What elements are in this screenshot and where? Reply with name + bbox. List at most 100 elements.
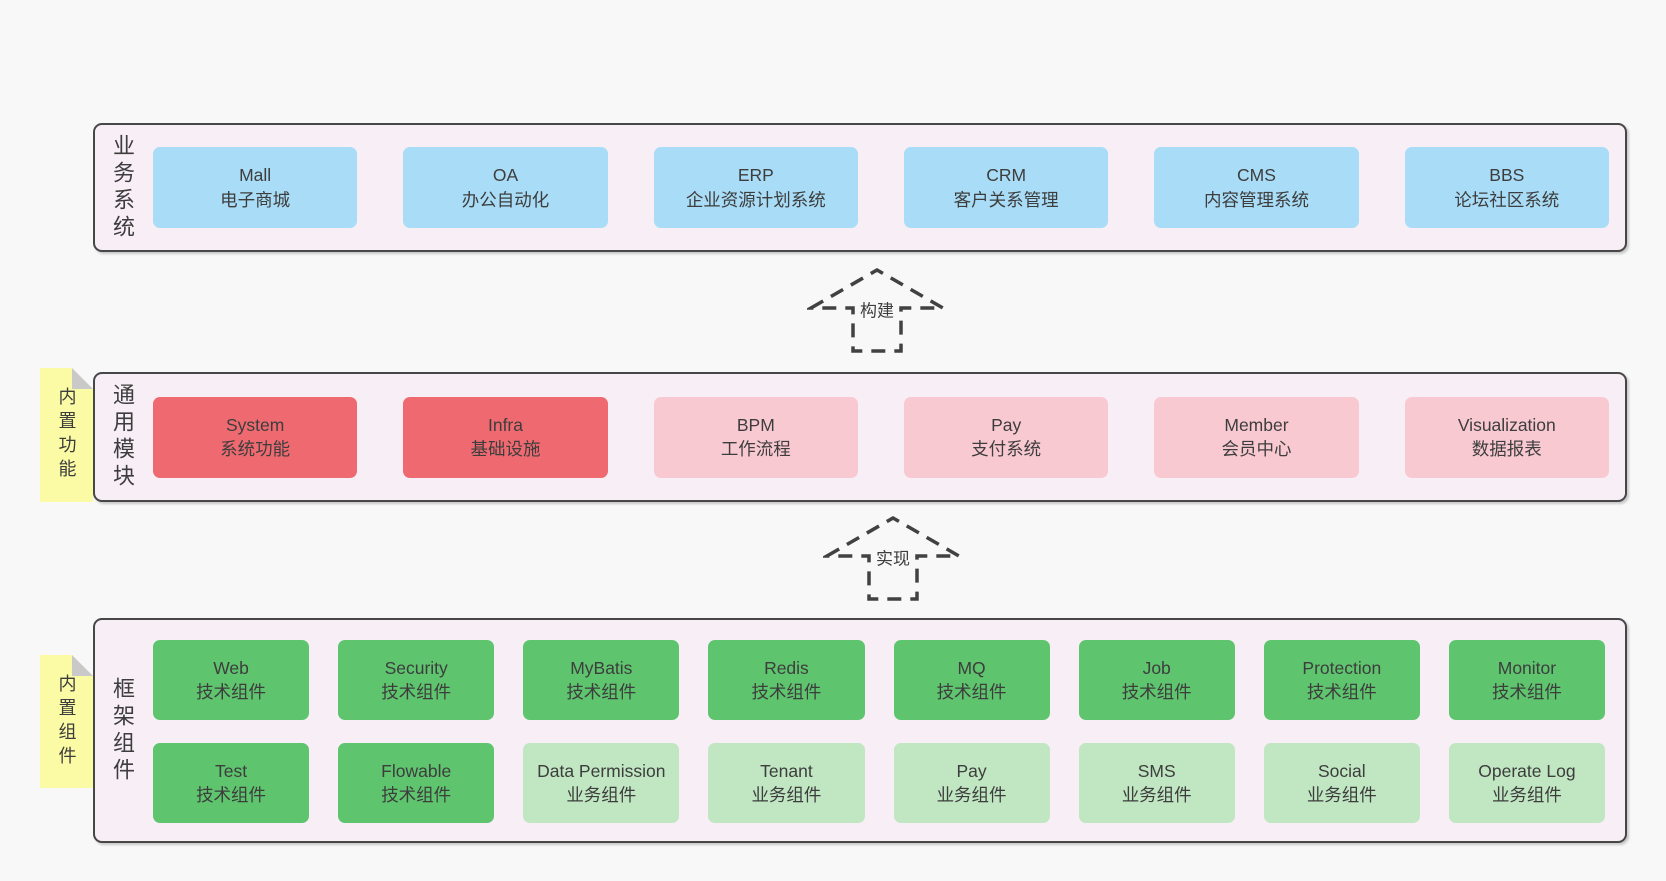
module-name: BBS: [1489, 165, 1525, 186]
module-name: Security: [384, 657, 448, 678]
layer-common-modules: 通用模块 System 系统功能 Infra 基础设施 BPM 工作流程 Pay 支付系统 Me…: [93, 372, 1627, 502]
module-box-tenant: Tenant 业务组件: [708, 743, 865, 823]
module-name: Redis: [764, 657, 809, 678]
module-name: Flowable: [381, 760, 452, 781]
note-built-in-components-label: 内置组件: [56, 673, 77, 770]
module-desc: 业务组件: [1306, 785, 1377, 805]
note-built-in-features-label: 内置功能: [56, 387, 77, 483]
module-box-mybatis: MyBatis 技术组件: [523, 640, 680, 720]
module-box-system: System 系统功能: [153, 396, 358, 478]
module-name: Monitor: [1497, 657, 1557, 678]
module-name: Social: [1317, 760, 1366, 781]
module-desc: 技术组件: [1491, 682, 1562, 702]
module-name: Data Permission: [537, 760, 666, 781]
module-name: Protection: [1302, 657, 1382, 678]
module-desc: 会员中心: [1221, 439, 1292, 459]
module-desc: 技术组件: [1306, 682, 1377, 702]
module-box-security: Security 技术组件: [338, 640, 495, 720]
arrow-build: 构建: [807, 267, 947, 355]
module-desc: 工作流程: [720, 439, 791, 459]
layer-label-components: 框架组件: [110, 676, 135, 785]
module-desc: 论坛社区系统: [1454, 189, 1560, 210]
module-desc: 技术组件: [566, 682, 637, 702]
arrow-implement-label: 实现: [872, 542, 914, 572]
module-desc: 支付系统: [971, 439, 1042, 459]
module-name: CRM: [986, 165, 1027, 186]
module-box-member: Member 会员中心: [1154, 396, 1359, 478]
module-box-cms: CMS 内容管理系统: [1154, 147, 1359, 228]
module-name: Test: [215, 760, 248, 781]
module-desc: 企业资源计划系统: [685, 189, 826, 210]
module-desc: 技术组件: [381, 682, 452, 702]
module-name: SMS: [1137, 760, 1176, 781]
up-arrow-icon: [807, 267, 947, 353]
module-desc: 系统功能: [220, 439, 291, 459]
module-box-bpm: BPM 工作流程: [653, 396, 858, 478]
module-name: Pay: [991, 414, 1022, 435]
arrow-build-label: 构建: [856, 294, 898, 324]
module-desc: 业务组件: [751, 785, 822, 805]
module-box-web: Web 技术组件: [153, 640, 310, 720]
module-name: Pay: [956, 760, 987, 781]
module-desc: 技术组件: [936, 682, 1007, 702]
module-name: Operate Log: [1478, 760, 1576, 781]
module-box-operate-log: Operate Log 业务组件: [1448, 743, 1605, 823]
note-fold-corner: [72, 368, 93, 389]
module-desc: 数据报表: [1471, 439, 1542, 459]
module-name: Member: [1224, 414, 1289, 435]
layer-label-modules: 通用模块: [110, 383, 135, 491]
module-desc: 电子商城: [220, 189, 291, 210]
module-desc: 内容管理系统: [1203, 189, 1309, 210]
module-box-oa: OA 办公自动化: [403, 147, 608, 228]
module-box-social: Social 业务组件: [1263, 743, 1420, 823]
module-box-infra: Infra 基础设施: [403, 396, 608, 478]
module-desc: 基础设施: [470, 439, 541, 459]
module-name: MyBatis: [570, 657, 633, 678]
arrow-implement: 实现: [823, 515, 963, 603]
module-desc: 技术组件: [196, 682, 267, 702]
module-desc: 业务组件: [936, 785, 1007, 805]
module-box-pay: Pay 支付系统: [903, 396, 1109, 478]
module-name: OA: [492, 165, 519, 186]
module-name: MQ: [957, 657, 986, 678]
module-box-data-permission: Data Permission 业务组件: [523, 743, 680, 823]
module-desc: 业务组件: [566, 785, 637, 805]
module-box-visualization: Visualization 数据报表: [1404, 396, 1609, 478]
module-name: System: [225, 414, 285, 435]
module-name: BPM: [736, 414, 775, 435]
module-name: Web: [213, 657, 249, 678]
module-name: CMS: [1237, 165, 1276, 186]
layer-label-business: 业务系统: [110, 133, 135, 242]
module-box-crm: CRM 客户关系管理: [903, 147, 1109, 228]
module-desc: 技术组件: [751, 682, 822, 702]
module-box-redis: Redis 技术组件: [708, 640, 865, 720]
module-box-protection: Protection 技术组件: [1263, 640, 1420, 720]
module-box-bbs: BBS 论坛社区系统: [1404, 147, 1609, 228]
module-box-monitor: Monitor 技术组件: [1448, 640, 1605, 720]
module-name: Job: [1142, 657, 1171, 678]
module-box-test: Test 技术组件: [153, 743, 310, 823]
module-desc: 客户关系管理: [953, 189, 1059, 210]
up-arrow-icon: [823, 515, 963, 601]
module-name: Tenant: [760, 760, 813, 781]
module-desc: 技术组件: [381, 785, 452, 805]
module-box-erp: ERP 企业资源计划系统: [653, 147, 858, 228]
module-box-mq: MQ 技术组件: [893, 640, 1050, 720]
module-name: Infra: [487, 414, 523, 435]
module-name: ERP: [737, 165, 774, 186]
note-fold-corner: [72, 655, 93, 676]
module-box-pay: Pay 业务组件: [893, 743, 1050, 823]
module-desc: 业务组件: [1491, 785, 1562, 805]
note-built-in-features: 内置功能: [40, 368, 93, 502]
module-desc: 技术组件: [196, 785, 267, 805]
module-desc: 办公自动化: [461, 189, 550, 210]
module-name: Visualization: [1457, 414, 1556, 435]
module-box-flowable: Flowable 技术组件: [338, 743, 495, 823]
